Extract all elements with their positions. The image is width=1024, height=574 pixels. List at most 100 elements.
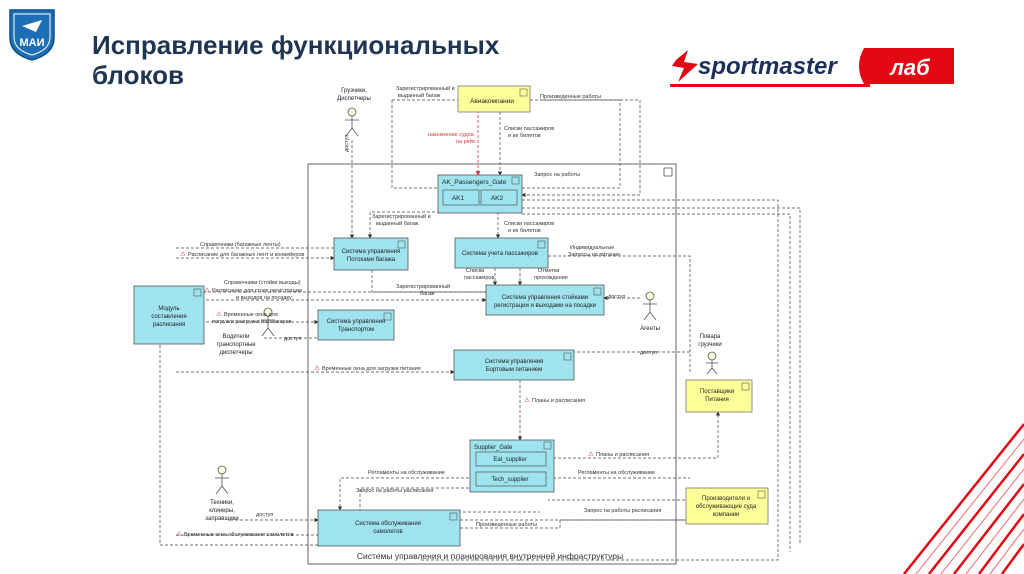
manufacturers-label-3: компании (713, 512, 740, 518)
ak2-label: AK2 (491, 195, 504, 202)
pax-lists3-label-1: Списки (466, 268, 484, 274)
maintenance-label-1: Система обслуживания (355, 521, 421, 527)
desk-schedule-label-1: Расписание для стоек регистрации (212, 288, 302, 294)
access-label-2: доступ (608, 294, 625, 300)
food-windows-label: Временные окна для загрузки питания (322, 366, 421, 372)
work-request-label: Запрос на работы (534, 172, 580, 178)
reg-baggage-label-2: выданный багаж (398, 92, 441, 99)
star-mark-icon (672, 50, 698, 82)
schedule-label-1: Модуль (158, 306, 179, 312)
catering-system[interactable]: Система управления Бортовым питанием (453, 349, 575, 381)
flight-assign-label-1: назначение судна (428, 132, 475, 138)
pax-lists3-label-2: пассажиров (464, 275, 494, 281)
warning-icon-3: ⚠ (216, 310, 222, 318)
actor-drivers (261, 307, 275, 337)
service-regs-label: Регламенты на обслуживание (368, 470, 445, 476)
baggage-label-1: Система управления (342, 249, 401, 255)
reg-baggage2-label-1: Зарегистрированный и (372, 213, 431, 220)
reg-baggage3-label-1: Зарегистрированный (396, 283, 450, 290)
gate-label: AK_Passengers_Gate (442, 179, 507, 186)
food-suppliers-label-2: Питания (705, 397, 729, 403)
maintenance-label-2: самолетов (373, 529, 403, 535)
access-label-5: доступ (256, 512, 273, 518)
passenger-accounting-label: Система учета пассажиров (462, 251, 538, 257)
pax-lists-label-2: и их билетов (508, 133, 541, 139)
title-line-2: блоков (92, 60, 185, 90)
title-line-1: Исправление функциональных (92, 30, 500, 60)
reg-baggage3-label-2: багаж (420, 291, 435, 297)
maintenance-system[interactable]: Система обслуживания самолетов (317, 509, 461, 547)
passenger-accounting-system[interactable]: Система учета пассажиров (454, 237, 549, 269)
actor-techs (215, 465, 229, 495)
individual-label-2: Запросы на питание (568, 252, 620, 258)
time-windows-label-1: Временные окна для (224, 312, 278, 318)
systems-frame (307, 163, 677, 565)
checkin-label-1: Система управления стойками (502, 294, 588, 301)
transport-system[interactable]: Система управления Транспортом (317, 309, 395, 341)
manufacturers-component[interactable]: Производители и обслуживающие суда компа… (685, 487, 769, 525)
warning-icon-1: ⚠ (180, 250, 186, 258)
drivers-label-3: диспетчеры (219, 350, 252, 356)
cooks-label-2: грузчики (698, 342, 721, 348)
sportmaster-logo: sportmaster лаб (670, 48, 954, 87)
warning-icon-2: ⚠ (204, 286, 210, 294)
actor-cooks (706, 351, 718, 375)
warning-icon-5: ⚠ (524, 396, 530, 404)
produced-works-label: Произведенные работы (540, 94, 601, 100)
schedule-module[interactable]: Модуль составления расписания (133, 285, 205, 345)
plans2-label: Планы и расписания (596, 452, 649, 458)
brand-logo-text: sportmaster (698, 53, 838, 80)
baggage-label-2: Потоками багажа (347, 257, 396, 263)
flight-assign-label-2: на рейс (456, 138, 476, 145)
catering-label-1: Система управления (485, 359, 544, 365)
supplier-gate-label: Supplier_Gate (474, 445, 513, 451)
techs-label-1: Техники, (210, 500, 234, 506)
plans-label: Планы и расписания (532, 398, 585, 404)
decorative-corner-lines (903, 423, 1024, 574)
warning-icon-4: ⚠ (314, 364, 320, 372)
transport-label-2: Транспортом (338, 327, 374, 333)
catering-label-2: Бортовым питанием (486, 367, 543, 373)
pax-lists-label-1: Списки пассажиров (504, 126, 554, 132)
actor-loaders (345, 107, 359, 137)
manufacturers-label-2: обслуживающие суда (696, 504, 757, 510)
eat-supplier-label: Eat_supplier (493, 457, 526, 463)
baggage-flows-system[interactable]: Система управления Потоками багажа (333, 237, 409, 271)
tech-supplier-label: Tech_supplier (491, 477, 528, 483)
belt-refs-label: Справочники (багажные ленты) (200, 242, 281, 248)
maintenance-windows-label: Временные окна обслуживания самолетов (184, 532, 294, 538)
desk-schedule-label-2: и выходов на посадку (236, 295, 292, 301)
food-suppliers-label-1: Поставщики (700, 389, 734, 395)
supplier-gate[interactable]: Supplier_Gate Eat_supplier Tech_supplier (469, 439, 555, 493)
airlines-label: Авиакомпании (470, 98, 514, 105)
slide-title: Исправление функциональных блоков (92, 30, 612, 90)
service-regs2-label: Регламенты на обслуживание (578, 470, 655, 476)
food-suppliers-component[interactable]: Поставщики Питания (685, 379, 753, 413)
loaders-label-2: Диспетчеры (337, 96, 371, 102)
access-label-4: доступ (640, 350, 657, 356)
loaders-label-1: Грузчики, (341, 88, 367, 94)
warning-icon-6: ⚠ (588, 450, 594, 458)
time-windows-label-2: погрузки разгрузки пассажиров (212, 319, 292, 325)
work-schedule-request2-label: Запрос на работы расписания (584, 508, 661, 514)
individual-label-1: Индивидуальные (570, 245, 614, 251)
pax-lists2-label-2: и их билетов (508, 228, 541, 234)
airlines-component[interactable]: Авиакомпании (457, 85, 531, 113)
access-label-3: доступ (284, 336, 301, 342)
work-schedule-request-label: Запрос на работы расписания (356, 488, 433, 494)
pax-lists2-label-1: Списки пассажиров (504, 221, 554, 227)
boarding-marks-label-1: Отметки (538, 268, 559, 274)
brand-logo-right: лаб (889, 55, 931, 80)
ak-passengers-gate[interactable]: AK_Passengers_Gate AK1 AK2 (437, 174, 523, 214)
techs-label-3: заправщики (205, 516, 238, 522)
checkin-desks-system[interactable]: Система управления стойками регистрации … (485, 284, 605, 316)
mai-logo: МАИ (9, 9, 55, 61)
reg-baggage-label-1: Зарегистрированный и (396, 85, 455, 92)
checkin-label-2: регистрации и выходами на посадки (494, 303, 596, 309)
ak1-label: AK1 (452, 195, 465, 202)
actor-agents (643, 291, 657, 321)
frame-component-icon (663, 167, 673, 177)
drivers-label-1: Водители (223, 334, 250, 340)
drivers-label-2: транспортные (216, 342, 256, 348)
